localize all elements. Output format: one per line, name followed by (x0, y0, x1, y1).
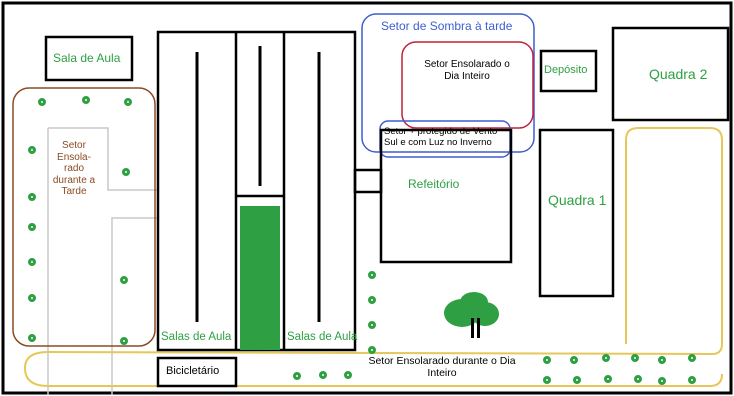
bicicletario-label: Bicicletário (166, 365, 220, 377)
sun-all-day-zone-bottom (23, 127, 723, 387)
sun-all-day-label: Setor Ensolarado o Dia Inteiro (424, 59, 510, 82)
green-area (240, 206, 280, 350)
quadra-2-label: Quadra 2 (649, 66, 708, 82)
sun-all-day-bottom-label: Setor Ensolarado durante o Dia Inteiro (368, 355, 516, 380)
deposito-label: Depósito (544, 64, 588, 76)
quadra-2-box (611, 26, 730, 122)
deposito-box (539, 49, 598, 93)
walkways (47, 127, 158, 395)
shade-afternoon-zone (361, 13, 535, 153)
sun-all-day-zone (401, 41, 534, 129)
quadra-1-box (538, 128, 615, 298)
sun-afternoon-label: Setor Ensola- rado durante a Tarde (52, 140, 96, 197)
refeitorio-label: Refeitório (408, 177, 460, 191)
salas-de-aula-left-label: Salas de Aula (161, 331, 232, 343)
protected-zone-label: Setor + protegido de Vento Sul e com Luz… (384, 126, 498, 148)
sala-de-aula-box (44, 35, 134, 82)
tree-icon (444, 292, 499, 338)
refeitorio-box (379, 128, 513, 264)
bicicletario-box (156, 356, 238, 388)
quadra-1-label: Quadra 1 (548, 192, 607, 208)
sala-de-aula-label: Sala de Aula (53, 51, 121, 65)
shade-afternoon-label: Setor de Sombra à tarde (381, 19, 513, 33)
tree-markers (28, 96, 696, 385)
salas-de-aula-right-label: Salas de Aula (287, 331, 358, 343)
sun-afternoon-zone (12, 87, 156, 347)
